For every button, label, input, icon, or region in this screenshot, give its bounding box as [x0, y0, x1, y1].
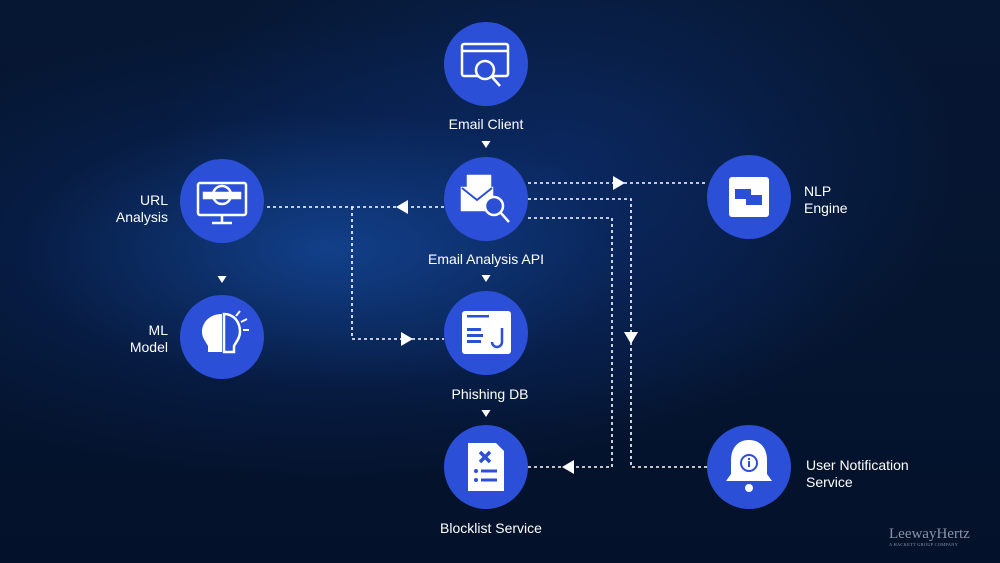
bell-info-icon	[726, 440, 772, 492]
label-email-analysis-api: Email Analysis API	[428, 251, 544, 267]
leewayhertz-logo: LeewayHertz A HACKETT GROUP COMPANY	[889, 526, 970, 547]
arrow-right-phishing-db	[401, 332, 413, 346]
label-line: Analysis	[115, 209, 168, 225]
label-email-client: Email Client	[448, 116, 524, 132]
arrow-down-notification	[624, 332, 638, 344]
label-line: Engine	[804, 200, 848, 216]
label-url-analysis: URL Analysis	[100, 192, 168, 226]
phishing-hook-icon	[462, 311, 511, 354]
arrow-left-blocklist	[562, 460, 574, 474]
label-line: ML	[148, 322, 168, 338]
browser-link-search-icon	[460, 42, 510, 87]
label-line: NLP	[804, 183, 832, 199]
chip-chat-icon	[729, 177, 769, 217]
label-ml-model: ML Model	[100, 322, 168, 356]
logo-name: LeewayHertz	[889, 526, 970, 542]
label-nlp-engine: NLP Engine	[804, 183, 848, 217]
label-phishing-db: Phishing DB	[451, 386, 529, 402]
connector-api-to-notification	[528, 198, 707, 468]
brain-lightbulb-icon	[202, 310, 249, 354]
node-url-analysis	[180, 159, 264, 243]
arrow-down-client-api	[481, 141, 491, 148]
arrow-down-url-ml	[217, 276, 227, 283]
arrow-down-phishing-blocklist	[481, 410, 491, 417]
label-line: Service	[806, 474, 853, 490]
label-blocklist-service: Blocklist Service	[440, 520, 542, 536]
arrow-right-nlp	[613, 176, 625, 190]
connector-url-to-phishing-db	[351, 207, 444, 340]
monitor-globe-icon	[196, 181, 248, 225]
label-user-notification-service: User Notification Service	[806, 457, 909, 491]
arrow-down-api-phishing	[481, 275, 491, 282]
arrow-left-url	[396, 200, 408, 214]
logo-tagline: A HACKETT GROUP COMPANY	[889, 542, 959, 547]
label-line: Model	[129, 339, 168, 355]
label-line: URL	[139, 192, 168, 208]
email-search-icon	[460, 174, 510, 223]
blocklist-document-icon	[468, 443, 504, 491]
label-line: User Notification	[806, 457, 909, 473]
